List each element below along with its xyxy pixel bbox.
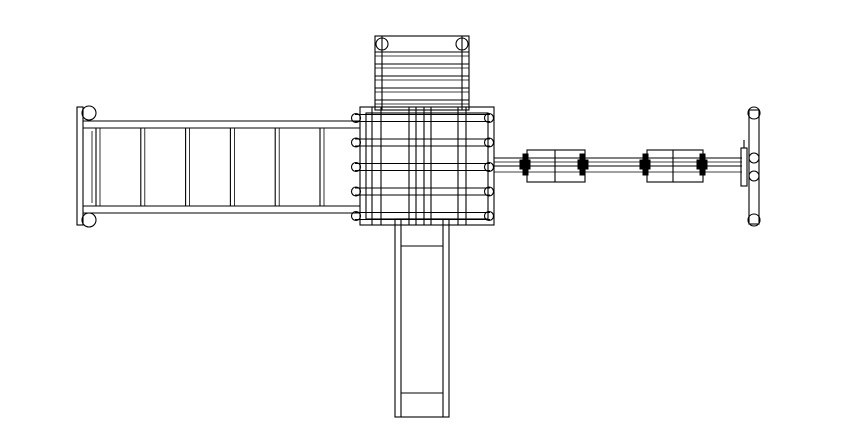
roof-post-right	[455, 37, 469, 51]
tower-roof-slats	[375, 51, 469, 105]
tower-roof	[374, 35, 470, 111]
deck-rail-end-right-2	[483, 137, 495, 148]
monkey-bars-end-post-top	[81, 105, 97, 121]
deck-rail-end-left-4	[350, 186, 362, 197]
deck-rail-end-right-4	[483, 186, 495, 197]
a-frame-end	[740, 106, 761, 227]
monkey-bars	[76, 105, 360, 228]
swing-beam	[494, 106, 761, 227]
deck-rail-end-right-1	[483, 112, 495, 124]
tower-roof-outline	[374, 35, 470, 111]
monkey-bars-end-plate	[76, 106, 84, 226]
deck-rail-end-right-5	[483, 210, 495, 222]
deck-rail-end-left-5	[350, 210, 362, 222]
deck-outline	[359, 106, 495, 226]
monkey-bars-rungs	[95, 128, 325, 206]
swing-seat-2	[639, 149, 708, 183]
deck	[350, 106, 495, 226]
deck-rail-end-right-3	[483, 161, 495, 173]
monkey-bars-end-post-bottom	[81, 212, 97, 228]
swing-seat-1	[519, 149, 589, 183]
slide	[394, 218, 450, 418]
slide-outline	[394, 218, 450, 418]
deck-rail-end-left-1	[350, 112, 362, 124]
deck-rail-end-left-3	[350, 161, 362, 173]
deck-rail-end-left-2	[350, 137, 362, 148]
deck-rails	[350, 112, 495, 222]
roof-post-left	[375, 37, 389, 51]
